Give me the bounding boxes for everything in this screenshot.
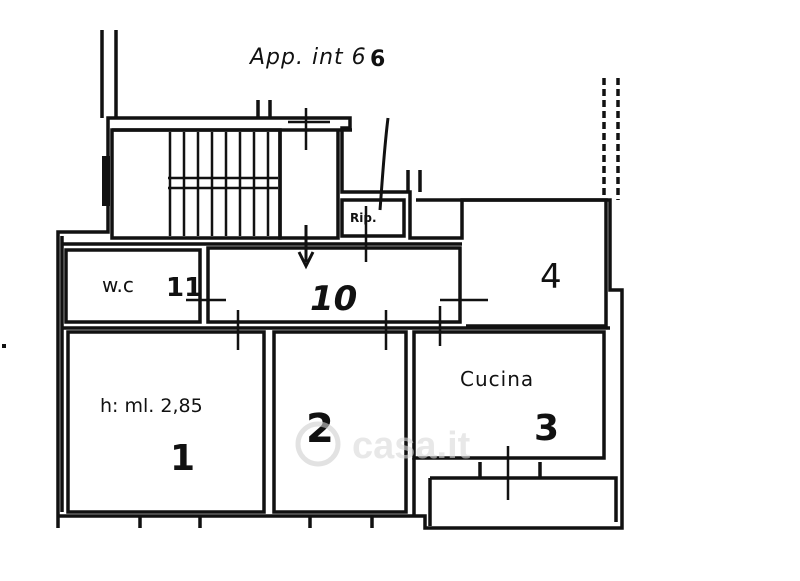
title-mark: 6 bbox=[370, 47, 385, 72]
plan-walls bbox=[56, 30, 624, 530]
watermark: casa.it bbox=[295, 421, 471, 467]
staircase bbox=[168, 132, 278, 236]
room-number-wc: 11 bbox=[166, 273, 202, 303]
stray-mark bbox=[2, 344, 6, 348]
label-height: h: ml. 2,85 bbox=[100, 395, 203, 417]
label-wc: w.c bbox=[102, 273, 134, 297]
plan-title: App. int 6 bbox=[248, 45, 367, 70]
room-number-corridor: 10 bbox=[310, 279, 357, 319]
wall-detail bbox=[102, 156, 110, 206]
room-number-3: 3 bbox=[534, 408, 559, 449]
svg-text:casa.it: casa.it bbox=[352, 425, 471, 467]
label-kitchen: Cucina bbox=[460, 367, 534, 391]
room-number-4: 4 bbox=[540, 257, 562, 297]
room-number-1: 1 bbox=[170, 438, 195, 479]
entrance-arrow bbox=[297, 117, 390, 270]
label-storage: Rip. bbox=[350, 211, 377, 225]
